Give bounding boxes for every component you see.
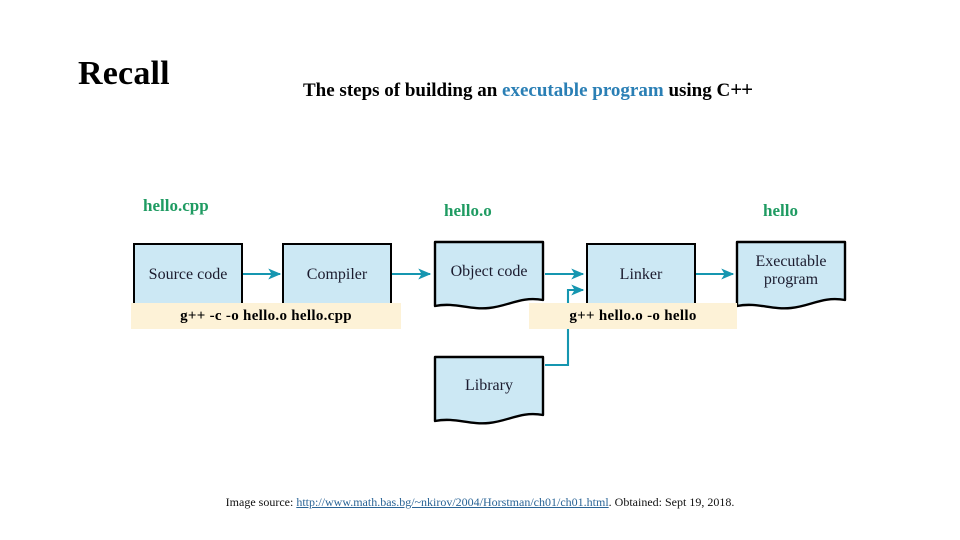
image-source-link[interactable]: http://www.math.bas.bg/~nkirov/2004/Hors… xyxy=(296,495,609,509)
document-shape-icon xyxy=(735,240,847,310)
page-title: Recall xyxy=(78,55,170,92)
node-object-code-label: Object code xyxy=(450,263,528,281)
subtitle-trail: using C xyxy=(663,80,731,101)
node-library[interactable]: Library xyxy=(433,355,545,427)
node-linker[interactable]: Linker xyxy=(586,243,696,306)
attribution-prefix: Image source: xyxy=(225,495,297,509)
link-command-text: g++ hello.o -o hello xyxy=(569,307,697,324)
subtitle-plus-plus: ++ xyxy=(730,77,753,101)
node-compiler-label: Compiler xyxy=(306,265,368,283)
link-command-box: g++ hello.o -o hello xyxy=(529,303,737,329)
node-library-label: Library xyxy=(465,377,513,395)
image-source-attribution: Image source: http://www.math.bas.bg/~nk… xyxy=(0,495,960,510)
attribution-suffix: . Obtained: Sept 19, 2018. xyxy=(608,495,735,509)
node-executable-program-label: Executable program xyxy=(755,253,826,289)
node-linker-label: Linker xyxy=(619,265,663,283)
compile-command-box: g++ -c -o hello.o hello.cpp xyxy=(131,303,401,329)
source-file-label: hello.cpp xyxy=(143,196,209,215)
document-shape-icon xyxy=(433,355,545,425)
node-executable-program[interactable]: Executable program xyxy=(735,240,847,312)
node-executable-line2: program xyxy=(763,271,819,288)
subtitle-accent: executable program xyxy=(502,80,664,101)
executable-file-label: hello xyxy=(763,201,798,220)
node-source-code[interactable]: Source code xyxy=(133,243,243,306)
node-object-code[interactable]: Object code xyxy=(433,240,545,312)
object-file-label: hello.o xyxy=(444,201,492,220)
node-executable-line1: Executable xyxy=(755,253,827,271)
node-source-code-label: Source code xyxy=(148,265,228,283)
compile-command-text: g++ -c -o hello.o hello.cpp xyxy=(180,307,352,324)
node-compiler[interactable]: Compiler xyxy=(282,243,392,306)
slide-subtitle: The steps of building an executable prog… xyxy=(303,77,753,102)
subtitle-lead: The steps of building an xyxy=(303,80,503,101)
document-shape-icon xyxy=(433,240,545,310)
